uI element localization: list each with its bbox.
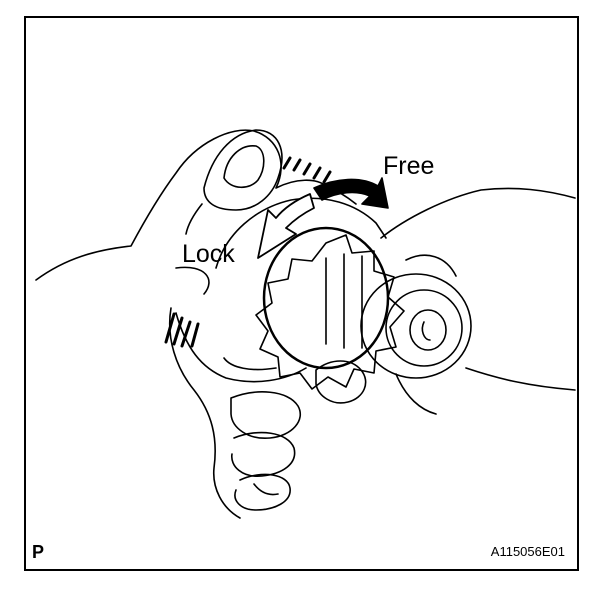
right-hand bbox=[380, 187, 576, 415]
free-arrow bbox=[313, 177, 389, 209]
corner-label: P bbox=[32, 542, 45, 562]
starter-clutch-illustration bbox=[35, 129, 576, 519]
pinion-gear bbox=[255, 234, 405, 390]
housing-ribs bbox=[164, 312, 200, 348]
free-label: Free bbox=[383, 152, 435, 180]
lock-arrow bbox=[257, 193, 315, 259]
thumb-tip bbox=[203, 129, 283, 211]
thumbnail bbox=[223, 145, 265, 189]
hub-outer bbox=[360, 273, 472, 379]
figure-code: A115056E01 bbox=[490, 544, 565, 559]
hub-middle bbox=[385, 289, 463, 367]
figure-frame: Free Lock P A115056E01 bbox=[24, 16, 579, 571]
finger-creases bbox=[175, 203, 210, 295]
hub-inner bbox=[409, 309, 447, 351]
grip-fingers bbox=[230, 391, 301, 439]
lock-label: Lock bbox=[182, 240, 235, 268]
lower-hand bbox=[168, 307, 307, 519]
hub-hole bbox=[421, 321, 431, 341]
clutch-body bbox=[215, 197, 387, 269]
